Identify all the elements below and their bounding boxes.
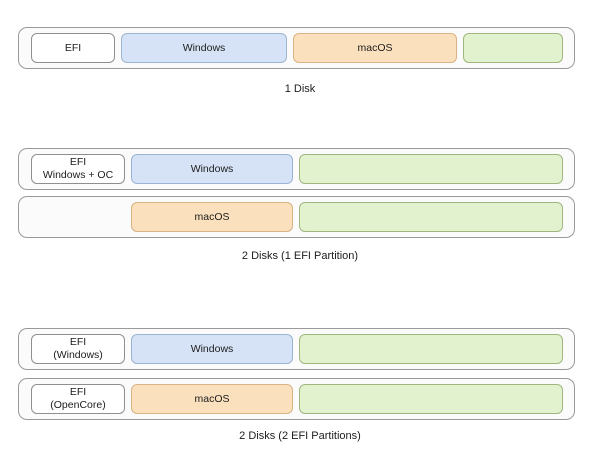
disk-container: EFI (OpenCore)macOS [18, 378, 575, 420]
partition-free [299, 334, 563, 364]
partition-windows: Windows [121, 33, 287, 63]
disk-container: macOS [18, 196, 575, 238]
partition-efi: EFI [31, 33, 115, 63]
group-caption: 2 Disks (2 EFI Partitions) [239, 430, 361, 442]
group-caption: 2 Disks (1 EFI Partition) [241, 250, 359, 262]
partition-macos: macOS [131, 202, 293, 232]
disk-container: EFI (Windows)Windows [18, 328, 575, 370]
partition-empty [31, 202, 125, 232]
partition-windows: Windows [131, 154, 293, 184]
partition-efi: EFI Windows + OC [31, 154, 125, 184]
partition-windows: Windows [131, 334, 293, 364]
partition-free [299, 384, 563, 414]
partition-free [299, 202, 563, 232]
partition-efi: EFI (OpenCore) [31, 384, 125, 414]
partition-free [463, 33, 563, 63]
partition-macos: macOS [293, 33, 457, 63]
partition-macos: macOS [131, 384, 293, 414]
group-caption: 1 Disk [284, 83, 316, 95]
partition-efi: EFI (Windows) [31, 334, 125, 364]
partition-free [299, 154, 563, 184]
